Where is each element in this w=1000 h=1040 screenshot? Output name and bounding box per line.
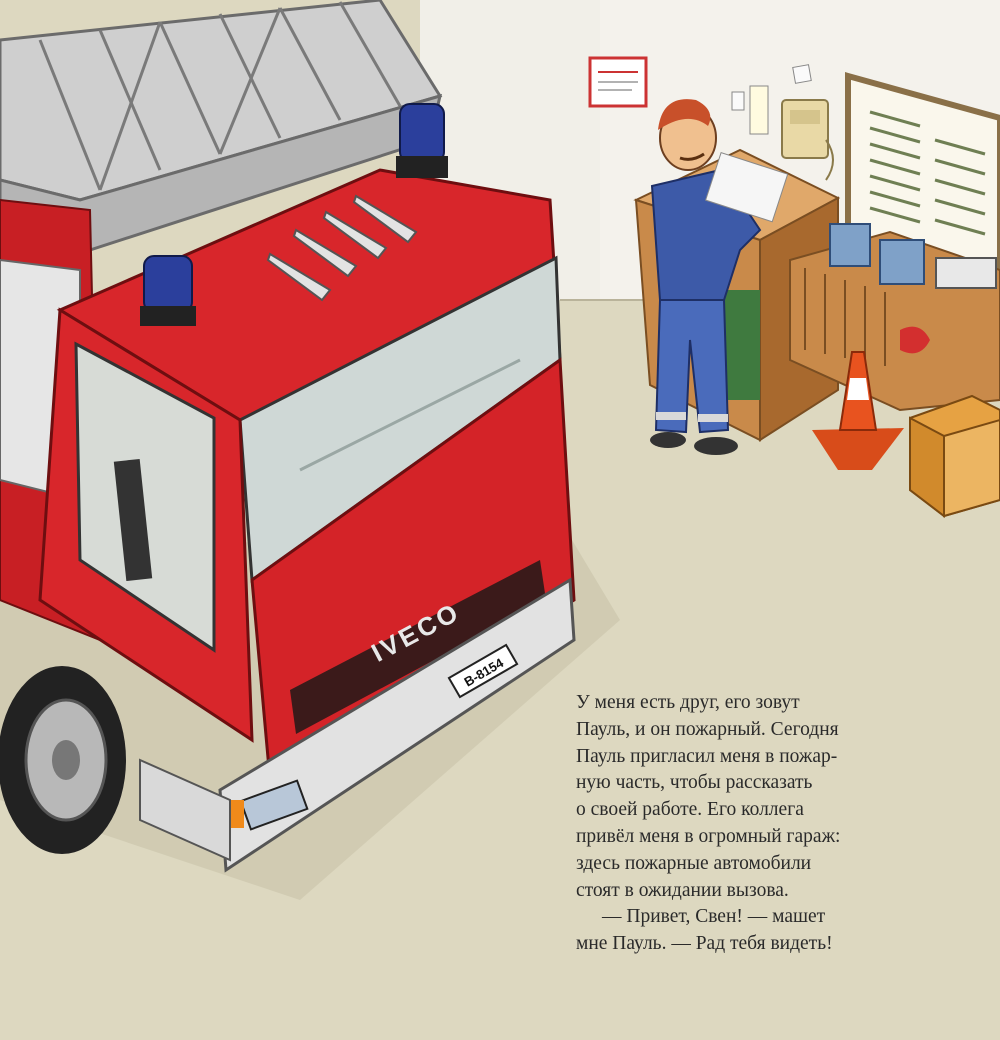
side-window — [74, 341, 216, 653]
story-line-6: привёл меня в огромный гараж: — [576, 825, 841, 847]
pinned-notes — [731, 64, 812, 135]
story-line-2: Пауль, и он пожарный. Сегодня — [576, 718, 839, 740]
front-wheel — [0, 666, 126, 854]
traffic-cone — [812, 351, 904, 470]
story-line-10: мне Пауль. — Рад тебя видеть! — [576, 933, 833, 955]
story-line-3: Пауль пригласил меня в пожар- — [576, 745, 838, 767]
story-line-4: ную часть, чтобы рассказать — [576, 772, 813, 794]
story-text: У меня есть друг, его зовут Пауль, и он … — [576, 690, 976, 958]
license-plate — [447, 643, 519, 699]
side-mirror — [113, 458, 153, 582]
cardboard-box — [909, 394, 1000, 519]
blue-beacons — [140, 103, 448, 326]
fire-truck: IVECO B-8154 — [0, 0, 620, 900]
story-line-5: о своей работе. Его коллега — [576, 799, 804, 821]
wall-notice-sign — [588, 56, 648, 108]
headlight — [239, 779, 309, 831]
story-line-9: — Привет, Свен! — машет — [602, 906, 826, 928]
story-line-7: здесь пожарные автомобили — [576, 852, 812, 874]
mail-shelf — [789, 223, 1000, 412]
air-horns — [266, 194, 418, 302]
story-line-8: стоят в ожидании вызова. — [576, 879, 789, 901]
story-line-1: У меня есть друг, его зовут — [576, 692, 800, 713]
firefighter-paul — [650, 99, 789, 455]
wall-phone — [781, 99, 834, 181]
